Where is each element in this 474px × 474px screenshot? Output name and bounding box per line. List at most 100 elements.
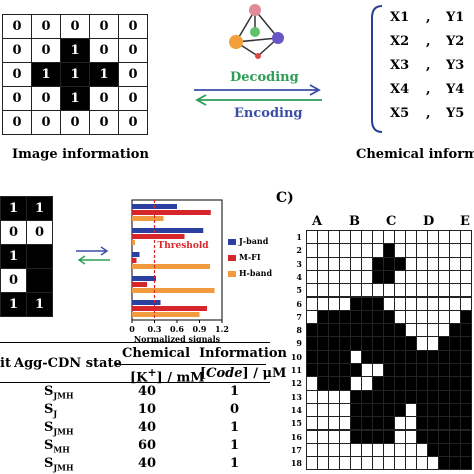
chemical-x: X3 <box>390 58 410 73</box>
decoding-label: Decoding <box>230 70 299 85</box>
x-axis-label: Normalized signals <box>134 334 221 342</box>
potassium-value: 60 <box>138 438 157 453</box>
panda-cell <box>460 376 472 391</box>
decoding-arrow <box>194 84 321 96</box>
panda-cell <box>460 442 472 458</box>
bar-h-band <box>132 216 164 221</box>
bar-h-band <box>132 240 135 245</box>
row-label: 17 <box>290 444 302 455</box>
state-subscript: JMH <box>53 426 74 437</box>
state-main: S <box>44 438 54 453</box>
grid-cell: 0 <box>118 38 148 63</box>
x-tick-label: 0 <box>129 324 135 334</box>
x-tick-label: 1.2 <box>215 324 229 334</box>
header-col0: it <box>0 356 11 371</box>
x-tick-label: 0.6 <box>170 324 184 334</box>
partial-grid-cell: 1 <box>26 292 53 317</box>
molecular-cluster-icon <box>229 4 284 59</box>
grid-cell: 1 <box>89 62 119 87</box>
potassium-value: 40 <box>138 456 157 471</box>
grid-cell: 1 <box>60 62 90 87</box>
column-label: A <box>312 214 323 229</box>
bar-j-band <box>132 300 161 305</box>
chemical-y: Y3 <box>446 58 465 73</box>
panda-cell <box>460 269 472 285</box>
agg-cdn-state: SJMH <box>44 420 74 437</box>
legend-swatch <box>228 271 236 277</box>
panda-cell <box>460 296 472 311</box>
column-label: E <box>460 214 470 229</box>
chemical-y: Y2 <box>446 34 465 49</box>
grid-cell: 0 <box>2 62 32 87</box>
potassium-value: 10 <box>138 402 157 417</box>
x-tick-label: 0.9 <box>193 324 207 334</box>
state-main: S <box>44 420 54 435</box>
chemical-x: X2 <box>390 34 410 49</box>
panda-cell <box>460 402 472 418</box>
code-value: 0 <box>230 402 240 417</box>
grid-cell: 0 <box>118 62 148 87</box>
code-value: 1 <box>230 420 240 435</box>
state-subscript: MH <box>53 444 70 455</box>
panda-cell <box>460 230 472 245</box>
state-subscript: JMH <box>53 462 74 473</box>
grid-cell: 0 <box>2 38 32 63</box>
left-brace <box>371 5 383 133</box>
panda-cell <box>460 456 472 471</box>
header-code: [Code] / μM <box>200 366 287 381</box>
potassium-value: 40 <box>138 384 157 399</box>
bar-j-band <box>132 252 140 257</box>
header-potassium: [K+] / mM <box>130 366 205 386</box>
chemical-x: X5 <box>390 106 410 121</box>
panda-cell <box>460 323 472 338</box>
grid-cell: 0 <box>31 14 61 39</box>
row-label: 3 <box>296 258 302 269</box>
grid-cell: 0 <box>2 110 32 135</box>
partial-grid-cell: 1 <box>0 244 27 269</box>
column-label: C <box>386 214 397 229</box>
row-label: 7 <box>296 311 302 322</box>
grid-cell: 0 <box>89 86 119 111</box>
column-label: B <box>349 214 360 229</box>
chemical-y: Y4 <box>446 82 465 97</box>
row-label: 1 <box>296 232 302 242</box>
chemical-information-caption: Chemical informat <box>356 147 474 162</box>
row-label: 14 <box>290 404 302 415</box>
grid-cell: 0 <box>31 110 61 135</box>
partial-grid-cell <box>26 268 53 293</box>
row-label: 15 <box>290 418 302 429</box>
exchange-arrows <box>76 246 110 265</box>
chemical-x: X4 <box>390 82 410 97</box>
grid-cell: 1 <box>60 38 90 63</box>
legend-swatch <box>228 255 236 261</box>
agg-cdn-state: SJ <box>44 402 57 419</box>
bar-m-fi <box>132 258 137 263</box>
grid-cell: 0 <box>31 86 61 111</box>
grid-cell: 1 <box>60 86 90 111</box>
bar-h-band <box>132 264 210 269</box>
chemical-y: Y5 <box>446 106 465 121</box>
agg-cdn-state: SMH <box>44 438 70 455</box>
row-label: 12 <box>290 378 302 389</box>
panda-cell <box>460 429 472 444</box>
table-row: SJ 10 0 <box>0 402 270 420</box>
code-value: 1 <box>230 438 240 453</box>
grid-cell: 0 <box>2 14 32 39</box>
chemical-sep: , <box>426 82 431 97</box>
table-top-rule <box>0 342 270 343</box>
header-agg-cdn-state: Agg-CDN state <box>14 356 122 371</box>
bar-m-fi <box>132 210 211 215</box>
row-label: 5 <box>296 285 302 296</box>
row-label: 4 <box>296 271 302 282</box>
panda-cell <box>460 349 472 364</box>
bar-j-band <box>132 276 156 281</box>
encoding-arrow <box>195 94 322 106</box>
row-label: 18 <box>290 458 302 469</box>
chemical-sep: , <box>426 34 431 49</box>
code-value: 1 <box>230 456 240 471</box>
legend-label: J-band <box>238 236 269 246</box>
